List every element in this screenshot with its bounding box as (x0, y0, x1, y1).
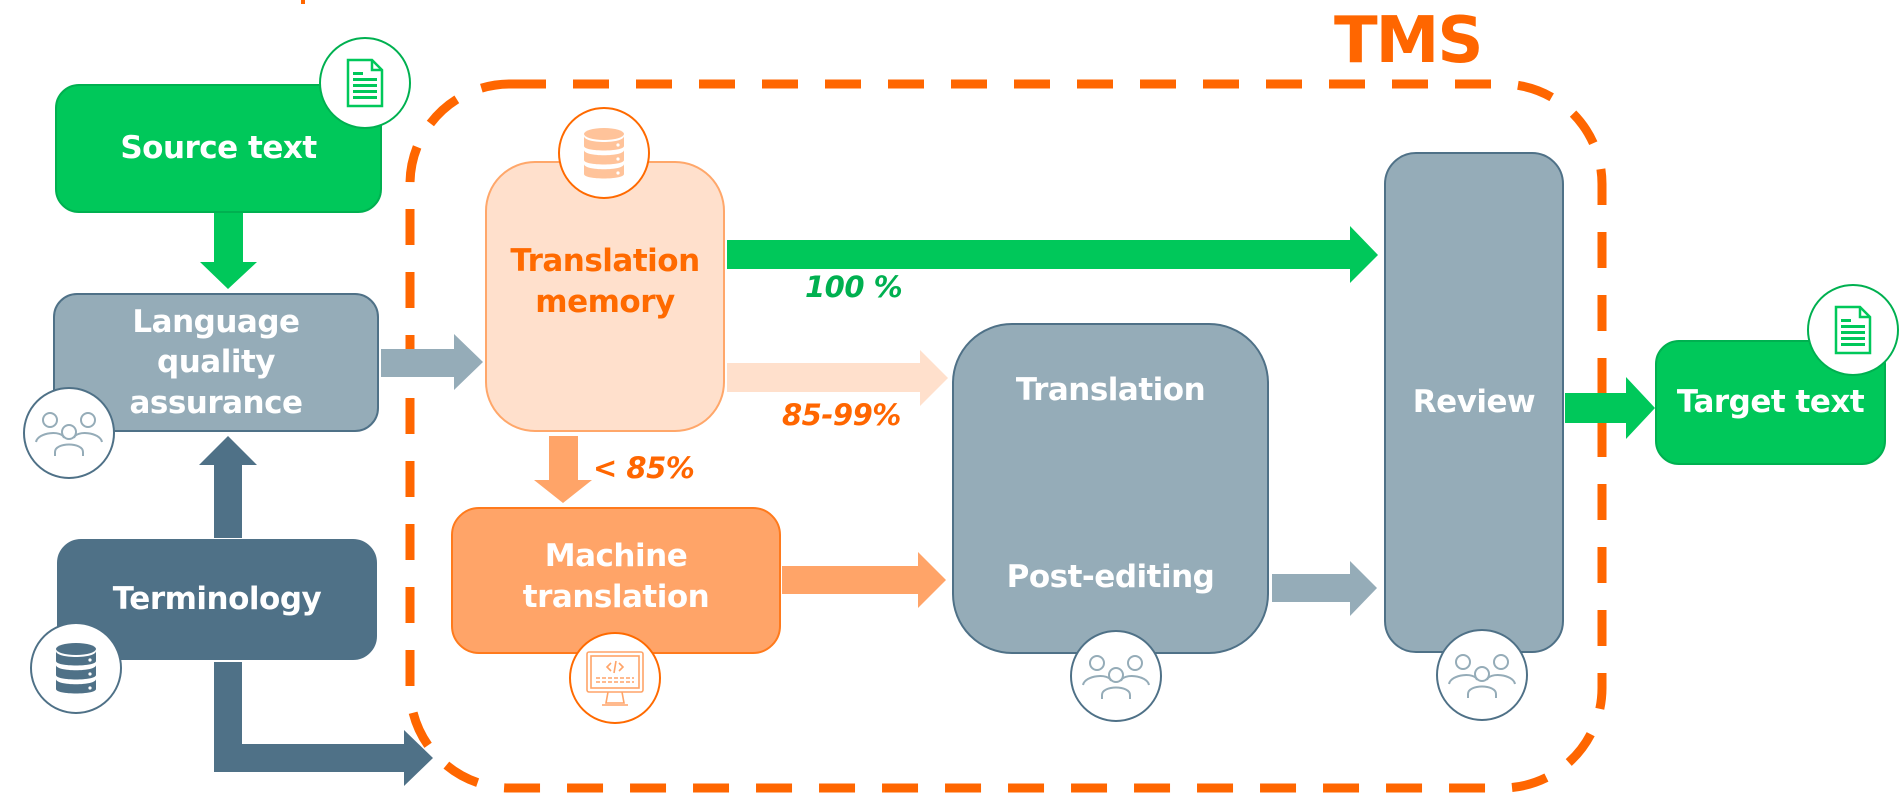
edge-label-below-85-percent: < 85% (593, 451, 695, 485)
edge-label-85-99-percent: 85-99% (782, 398, 901, 432)
arrow-terminology-to-lqa (199, 436, 257, 538)
arrow-mt-to-post-editing (782, 552, 946, 608)
mt-monitor-icon-badge (569, 632, 661, 724)
translation-post-editing-node[interactable]: Translation Post-editing (952, 323, 1269, 654)
arrow-terminology-to-tms (214, 662, 433, 786)
language-quality-assurance-node[interactable]: Language quality assurance (53, 293, 379, 432)
monitor-code-icon (586, 651, 644, 706)
target-text-label: Target text (1676, 384, 1865, 421)
translation-label: Translation (1015, 372, 1206, 408)
target-document-icon-badge (1807, 284, 1899, 376)
source-text-label: Source text (120, 130, 317, 167)
arrow-source-to-lqa (200, 213, 257, 289)
arrow-post-editing-to-review (1272, 561, 1377, 616)
review-people-icon-badge (1436, 629, 1528, 721)
arrow-review-to-target (1565, 377, 1655, 439)
target-text-node[interactable]: Target text (1655, 340, 1886, 465)
lqa-label: Language quality assurance (129, 304, 303, 421)
arrow-lqa-to-tm (381, 334, 483, 390)
terminology-label: Terminology (112, 581, 322, 618)
arrow-tm-to-review (727, 226, 1378, 283)
document-icon (346, 58, 384, 108)
arrow-tm-to-mt (534, 436, 592, 503)
machine-translation-node[interactable]: Machine translation (451, 507, 781, 654)
source-document-icon-badge (319, 37, 411, 129)
translation-memory-label: Translation memory (510, 243, 700, 320)
review-label: Review (1412, 384, 1536, 421)
translation-people-icon-badge (1070, 630, 1162, 722)
arrow-tm-to-translation (727, 350, 948, 406)
top-tick-mark (301, 0, 305, 4)
tms-boundary (405, 79, 1607, 793)
people-icon (35, 412, 103, 456)
lqa-people-icon-badge (23, 387, 115, 479)
database-icon (56, 643, 96, 694)
post-editing-label: Post-editing (1006, 558, 1215, 595)
review-node[interactable]: Review (1384, 152, 1564, 653)
machine-translation-label: Machine translation (522, 538, 710, 615)
edge-label-100-percent: 100 % (805, 270, 903, 304)
tms-title: TMS (1334, 4, 1483, 78)
document-icon (1834, 305, 1872, 355)
tm-database-icon-badge (558, 107, 650, 199)
people-icon (1082, 655, 1150, 699)
terminology-database-icon-badge (30, 622, 122, 714)
people-icon (1448, 654, 1516, 698)
translation-memory-node[interactable]: Translation memory (485, 161, 725, 432)
database-icon (584, 128, 624, 179)
